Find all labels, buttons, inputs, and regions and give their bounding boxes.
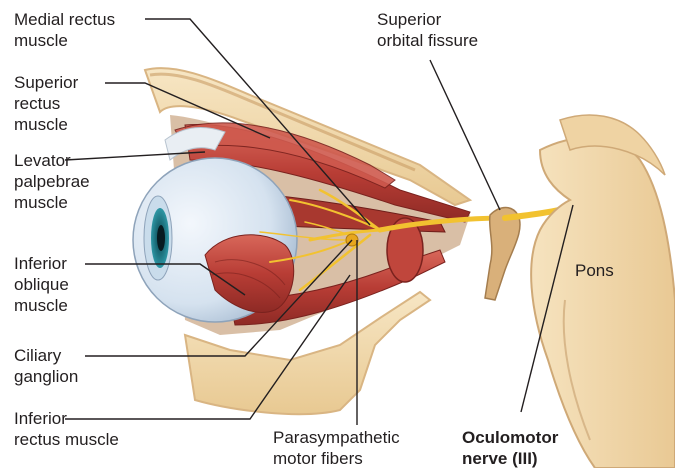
label-inferior-rectus: Inferior rectus muscle [14, 408, 119, 450]
label-levator-line2: palpebrae [14, 171, 90, 192]
label-oculomotor: Oculomotor nerve (III) [462, 427, 558, 469]
label-levator-line3: muscle [14, 192, 90, 213]
label-inferior-oblique-line1: Inferior [14, 253, 69, 274]
superior-orbital-fissure-bone [485, 208, 520, 301]
label-parasympathetic-line2: motor fibers [273, 448, 400, 469]
label-inferior-oblique-line2: oblique [14, 274, 69, 295]
label-superior-orbital-line2: orbital fissure [377, 30, 478, 51]
label-parasympathetic-line1: Parasympathetic [273, 427, 400, 448]
label-inferior-rectus-line1: Inferior [14, 408, 119, 429]
label-ciliary: Ciliary ganglion [14, 345, 78, 387]
label-inferior-oblique-line3: muscle [14, 295, 69, 316]
label-medial-rectus-line2: muscle [14, 30, 115, 51]
label-superior-rectus: Superior rectus muscle [14, 72, 78, 135]
label-inferior-rectus-line2: rectus muscle [14, 429, 119, 450]
label-parasympathetic: Parasympathetic motor fibers [273, 427, 400, 469]
label-levator-line1: Levator [14, 150, 90, 171]
label-ciliary-line2: ganglion [14, 366, 78, 387]
label-superior-orbital: Superior orbital fissure [377, 9, 478, 51]
label-pons-text: Pons [575, 260, 614, 281]
label-levator: Levator palpebrae muscle [14, 150, 90, 213]
label-inferior-oblique: Inferior oblique muscle [14, 253, 69, 316]
label-medial-rectus: Medial rectus muscle [14, 9, 115, 51]
label-pons: Pons [575, 260, 614, 281]
label-oculomotor-line1: Oculomotor [462, 427, 558, 448]
label-superior-rectus-line1: Superior [14, 72, 78, 93]
brainstem [531, 138, 675, 468]
label-oculomotor-line2: nerve (III) [462, 448, 558, 469]
label-ciliary-line1: Ciliary [14, 345, 78, 366]
label-superior-rectus-line2: rectus [14, 93, 78, 114]
label-superior-orbital-line1: Superior [377, 9, 478, 30]
pupil [157, 225, 165, 251]
label-medial-rectus-line1: Medial rectus [14, 9, 115, 30]
label-superior-rectus-line3: muscle [14, 114, 78, 135]
